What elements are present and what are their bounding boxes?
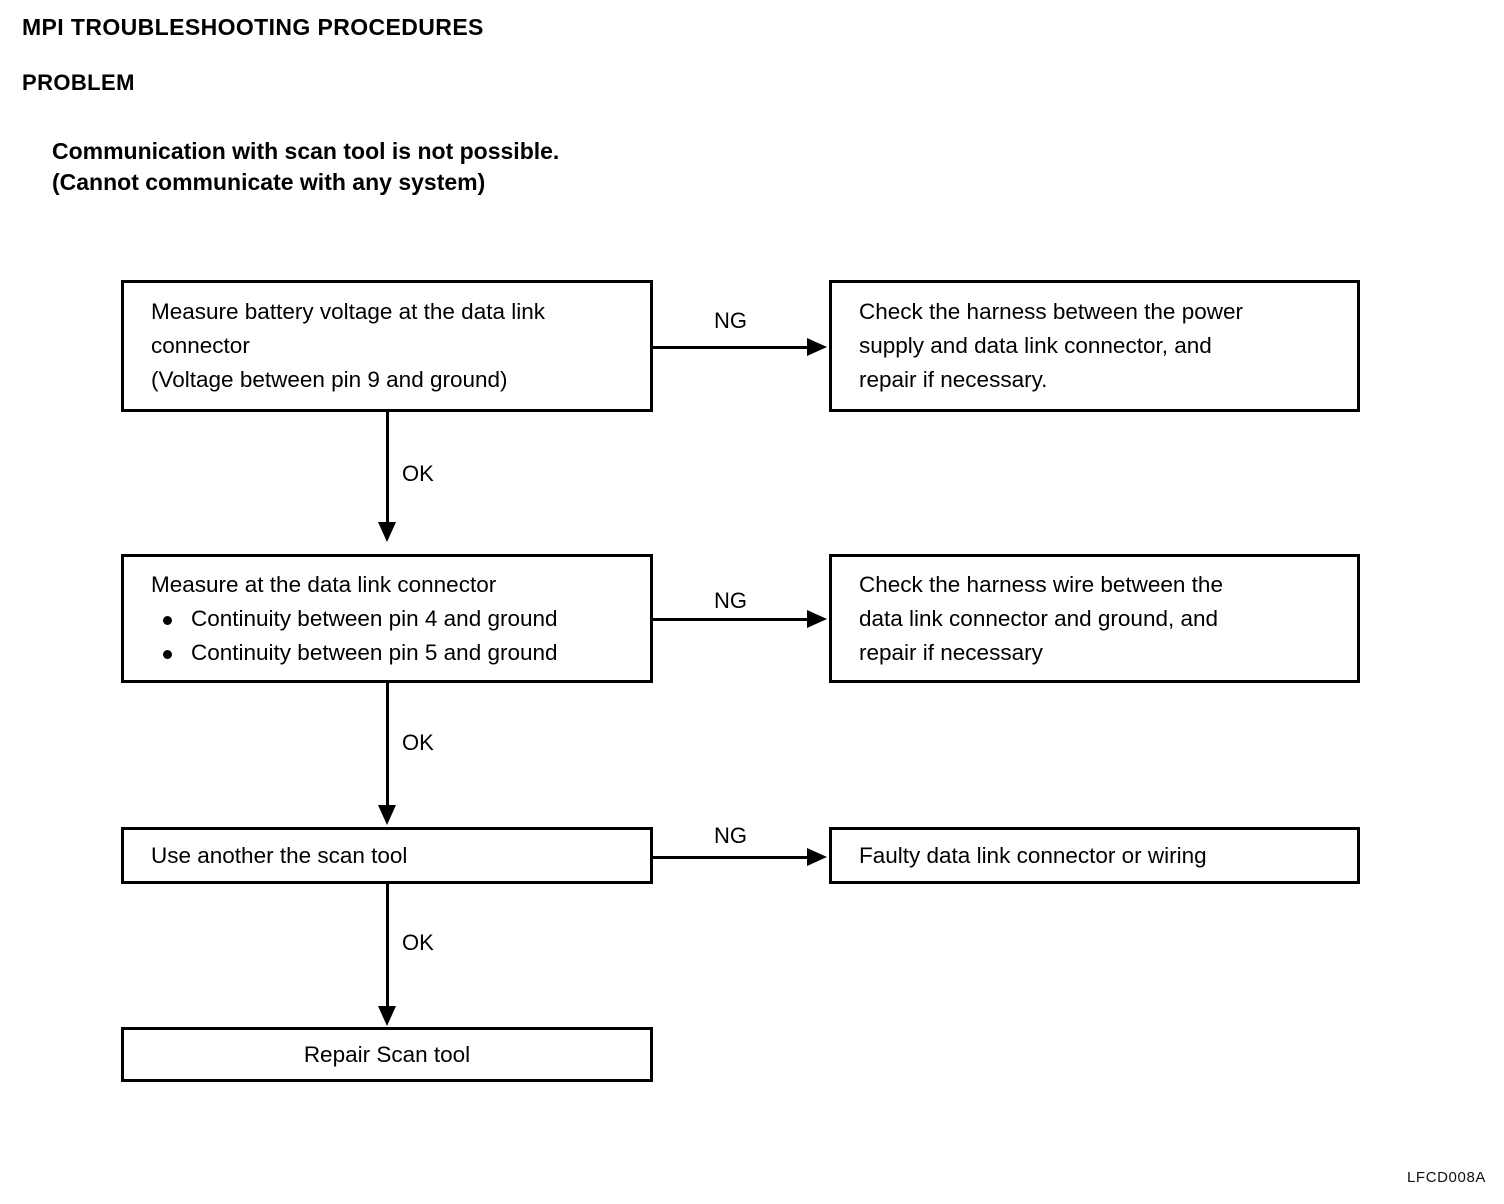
step-3-line-1: Use another the scan tool: [151, 842, 408, 868]
result-1-line-1: Check the harness between the power: [859, 299, 1243, 324]
edge-label-ng-3: NG: [714, 823, 747, 848]
result-2-line-2: data link connector and ground, and: [859, 605, 1219, 631]
connector-line-ng-3: [653, 856, 809, 859]
step-1-line-2: connector: [151, 333, 250, 358]
flow-box-step-2[interactable]: Measure at the data link connector Conti…: [121, 554, 653, 683]
flow-box-step-4-text: Repair Scan tool: [124, 1038, 650, 1072]
step-2-bullet-2: Continuity between pin 5 and ground: [151, 636, 558, 670]
flow-box-result-2-text: Check the harness wire between the data …: [859, 568, 1223, 670]
problem-line-2-text: (Cannot communicate with any system): [52, 169, 486, 195]
step-1-line-3: (Voltage between pin 9 and ground): [151, 367, 508, 392]
problem-statement: Communication with scan tool is not poss…: [52, 136, 559, 198]
step-2-bullet-2-text: Continuity between pin 5 and ground: [191, 639, 558, 665]
flow-box-result-1-text: Check the harness between the power supp…: [859, 295, 1243, 397]
flow-box-step-4[interactable]: Repair Scan tool: [121, 1027, 653, 1082]
edge-label-ok-2: OK: [402, 730, 434, 755]
flow-box-step-3-text: Use another the scan tool: [151, 839, 407, 873]
flow-box-result-3-text: Faulty data link connector or wiring: [859, 839, 1207, 873]
section-heading-problem: PROBLEM: [22, 70, 135, 95]
arrow-head-ng-3-icon: [807, 848, 827, 866]
figure-code: LFCD008A: [1406, 1169, 1486, 1186]
edge-label-ok-3: OK: [402, 930, 434, 955]
problem-statement-line-1: Communication with scan tool is not poss…: [52, 136, 559, 167]
step-2-bullet-1-text: Continuity between pin 4 and ground: [191, 605, 558, 631]
step-2-line-1: Measure at the data link connector: [151, 571, 497, 597]
connector-line-ok-3: [386, 884, 389, 1008]
page-title: MPI TROUBLESHOOTING PROCEDURES: [22, 14, 484, 40]
edge-label-ok-1: OK: [402, 461, 434, 486]
flow-box-result-2[interactable]: Check the harness wire between the data …: [829, 554, 1360, 683]
arrow-head-ok-2-icon: [378, 805, 396, 825]
step-1-line-1: Measure battery voltage at the data link: [151, 299, 545, 324]
arrow-head-ng-2-icon: [807, 610, 827, 628]
result-1-line-3: repair if necessary.: [859, 367, 1048, 392]
connector-line-ng-2: [653, 618, 809, 621]
step-2-bullet-1: Continuity between pin 4 and ground: [151, 602, 558, 636]
arrow-head-ok-3-icon: [378, 1006, 396, 1026]
flow-box-result-1[interactable]: Check the harness between the power supp…: [829, 280, 1360, 412]
flow-box-step-1[interactable]: Measure battery voltage at the data link…: [121, 280, 653, 412]
arrow-head-ok-1-icon: [378, 522, 396, 542]
flow-box-step-1-text: Measure battery voltage at the data link…: [151, 295, 545, 397]
result-2-line-1: Check the harness wire between the: [859, 571, 1223, 597]
edge-label-ng-2: NG: [714, 588, 747, 613]
result-1-line-2: supply and data link connector, and: [859, 333, 1212, 358]
connector-line-ok-1: [386, 412, 389, 524]
flow-box-step-2-text: Measure at the data link connector Conti…: [151, 568, 558, 670]
step-4-line-1: Repair Scan tool: [303, 1041, 471, 1067]
result-2-line-3: repair if necessary: [859, 639, 1043, 665]
connector-line-ok-2: [386, 683, 389, 807]
problem-line-1-text: Communication with scan tool is not poss…: [52, 138, 560, 164]
flow-box-result-3[interactable]: Faulty data link connector or wiring: [829, 827, 1360, 884]
arrow-head-ng-1-icon: [807, 338, 827, 356]
connector-line-ng-1: [653, 346, 809, 349]
edge-label-ng-1: NG: [714, 308, 747, 333]
result-3-line-1: Faulty data link connector or wiring: [859, 842, 1207, 868]
flow-box-step-3[interactable]: Use another the scan tool: [121, 827, 653, 884]
problem-statement-line-2: (Cannot communicate with any system): [52, 167, 559, 198]
